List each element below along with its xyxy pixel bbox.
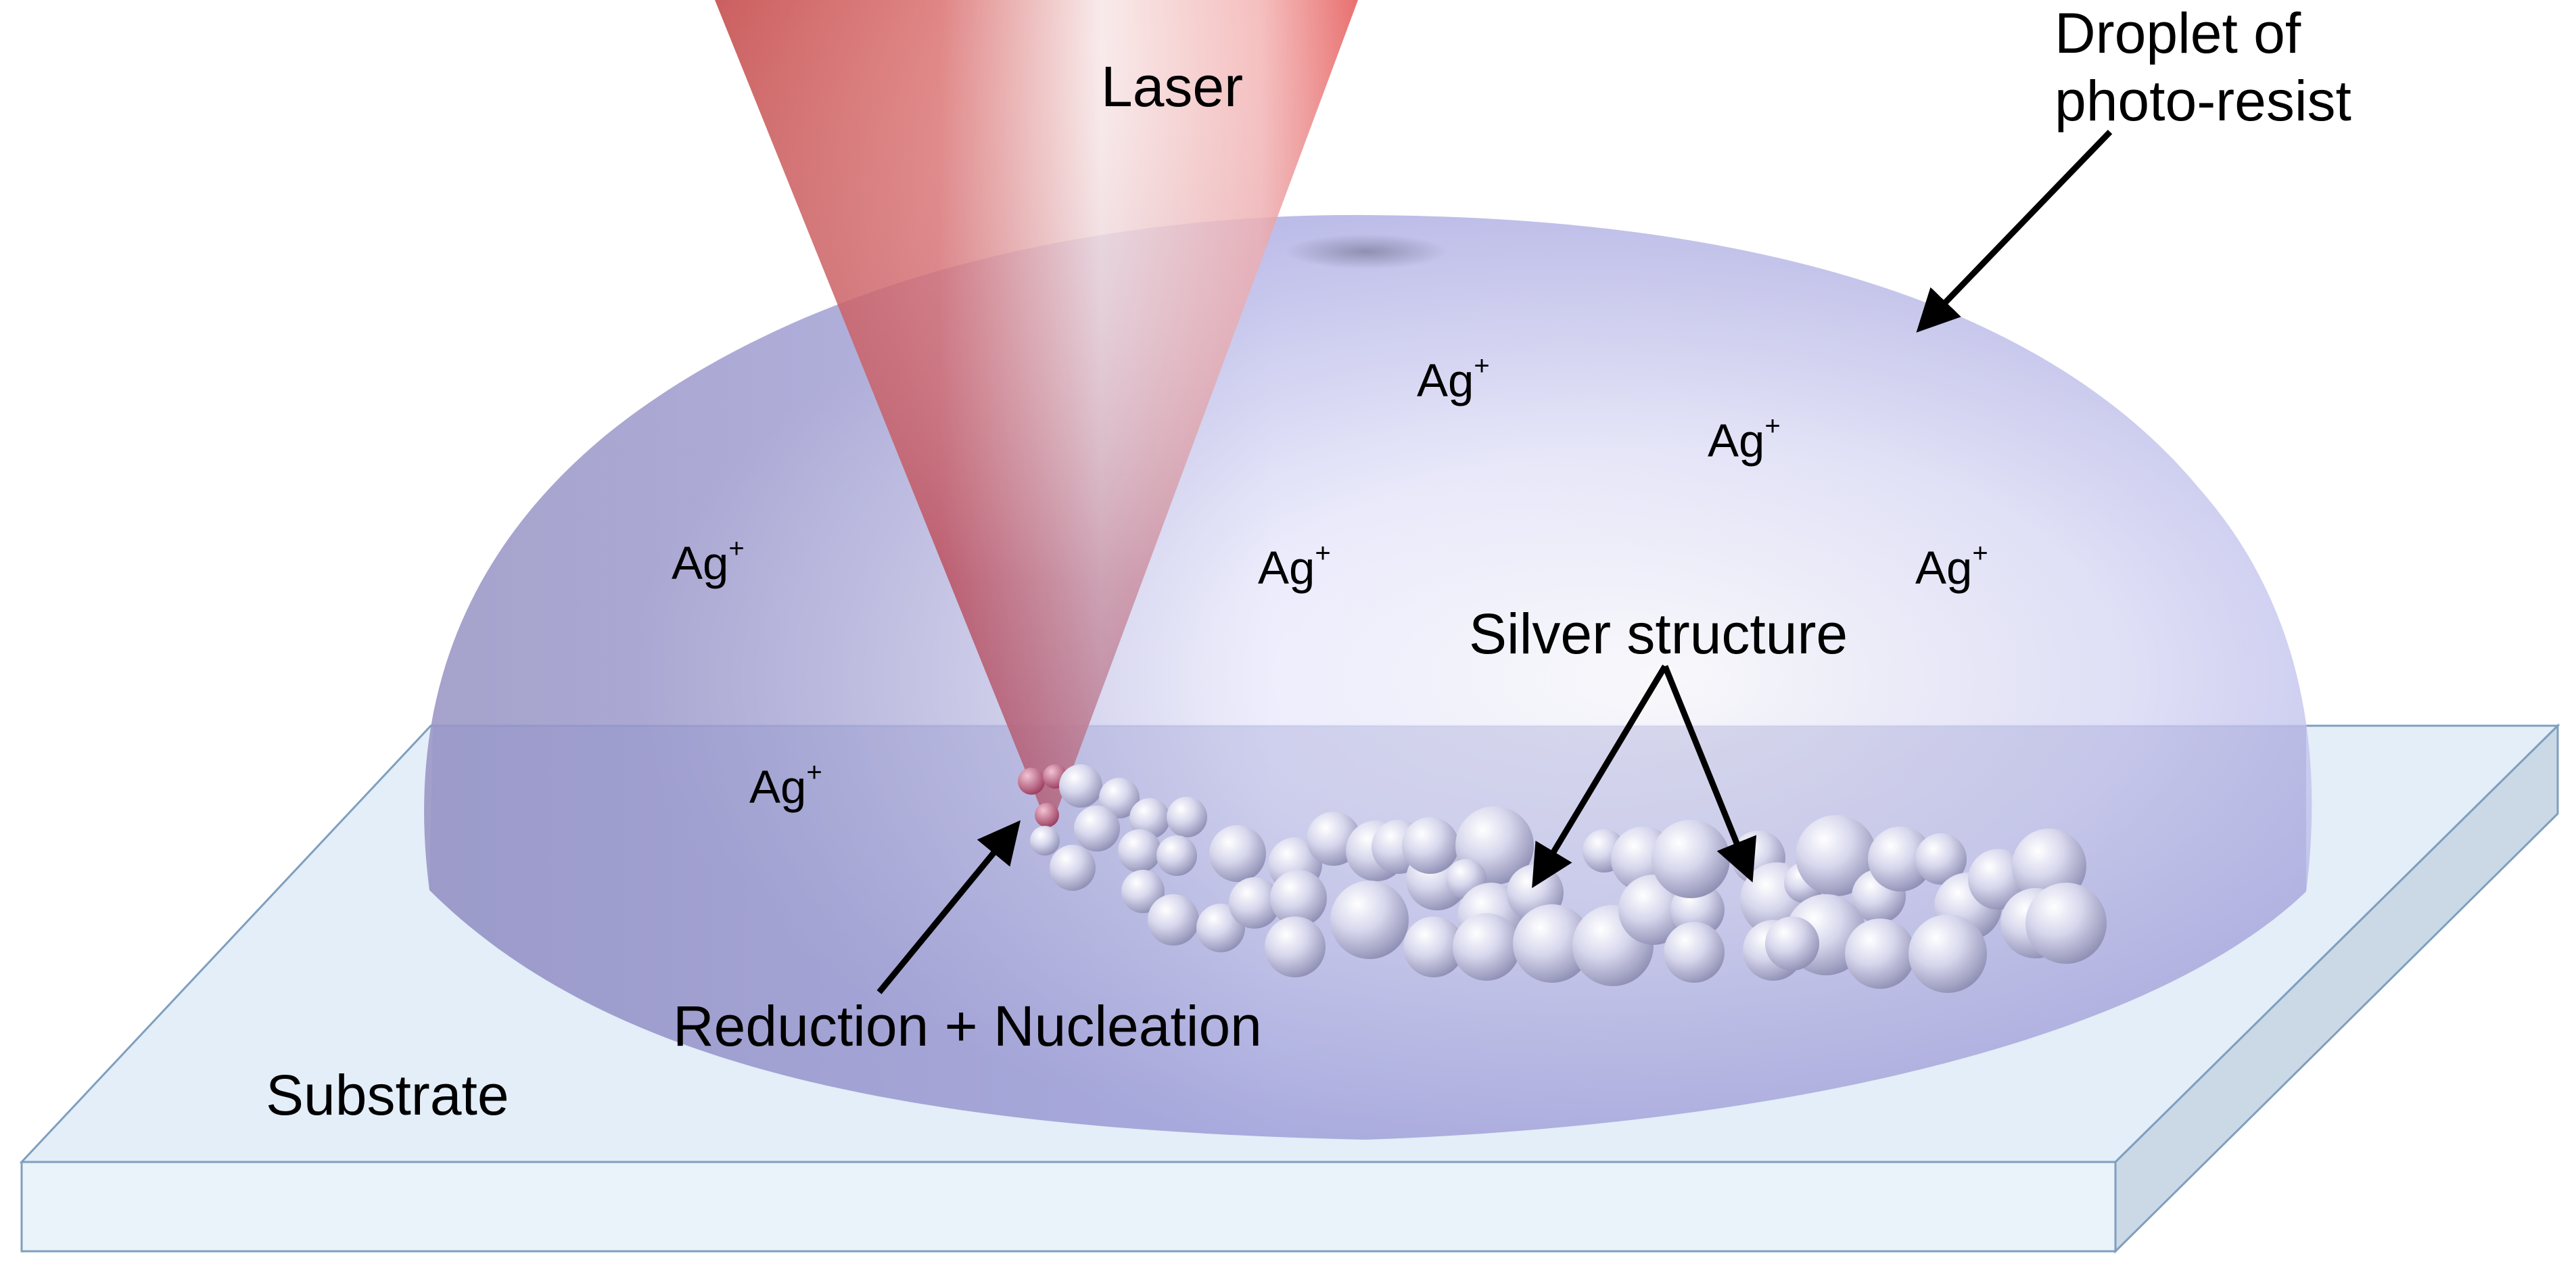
silver-particle (1453, 913, 1520, 981)
silver-structure-label: Silver structure (1469, 602, 1848, 666)
droplet-top-highlight (1285, 234, 1447, 269)
ion-label: Ag+ (749, 758, 822, 813)
silver-particle (1074, 806, 1120, 852)
ion-label: Ag+ (1915, 538, 1988, 594)
silver-particle (1765, 916, 1819, 971)
laser-cone-shade (715, 0, 1358, 831)
substrate-front-face (20, 1161, 2117, 1253)
ion-label: Ag+ (672, 534, 745, 589)
silver-particle (1059, 764, 1102, 808)
droplet-label-line1: Droplet of (2055, 1, 2301, 65)
reduction-label: Reduction + Nucleation (673, 994, 1262, 1058)
silver-particle (1099, 778, 1140, 818)
silver-particle (1796, 815, 1877, 896)
silver-particle (1868, 827, 1933, 891)
droplet-label-line2: photo-resist (2055, 69, 2351, 133)
silver-particle (1035, 803, 1059, 827)
silver-particle (1167, 797, 1207, 837)
ion-label: Ag+ (1708, 411, 1781, 467)
silver-particle (1915, 833, 1967, 885)
laser-beam (715, 0, 1358, 831)
silver-particle (1513, 904, 1591, 983)
silver-particle (2025, 883, 2107, 964)
reduction-arrow (876, 820, 1021, 994)
silver-particle (1050, 845, 1096, 891)
silver-particle (1652, 820, 1730, 898)
laser-label: Laser (1101, 55, 1243, 118)
silver-particle (1018, 768, 1045, 795)
silver-particle (1908, 914, 1987, 993)
droplet-arrow (1916, 129, 2113, 333)
silver-particle (1403, 916, 1464, 977)
silver-particle (1118, 829, 1161, 873)
silver-particle (1030, 826, 1060, 856)
silver-particle (1330, 881, 1409, 959)
silver-particle (1265, 916, 1326, 977)
silver-particle (1148, 894, 1199, 946)
substrate-side-face (2114, 723, 2559, 1254)
silver-particle (1845, 918, 1915, 989)
substrate-label: Substrate (266, 1063, 509, 1127)
silver-particle (1209, 825, 1266, 882)
silver-particle (1129, 798, 1170, 839)
silver-particle (1270, 870, 1327, 927)
ion-label: Ag+ (1258, 538, 1331, 594)
silver-particle (1156, 835, 1197, 876)
arrows (876, 129, 2113, 994)
silver-structure (1018, 764, 2107, 993)
labels: Laser Droplet of photo-resist Silver str… (266, 1, 2351, 1127)
silver-particle (1402, 817, 1459, 874)
silver-arrow-right (1662, 665, 1757, 883)
ion-label: Ag+ (1417, 351, 1490, 406)
silver-particle (1229, 877, 1280, 929)
silver-particle (1121, 870, 1165, 913)
silver-arrow-left (1532, 664, 1668, 889)
silver-particle (1664, 922, 1725, 983)
